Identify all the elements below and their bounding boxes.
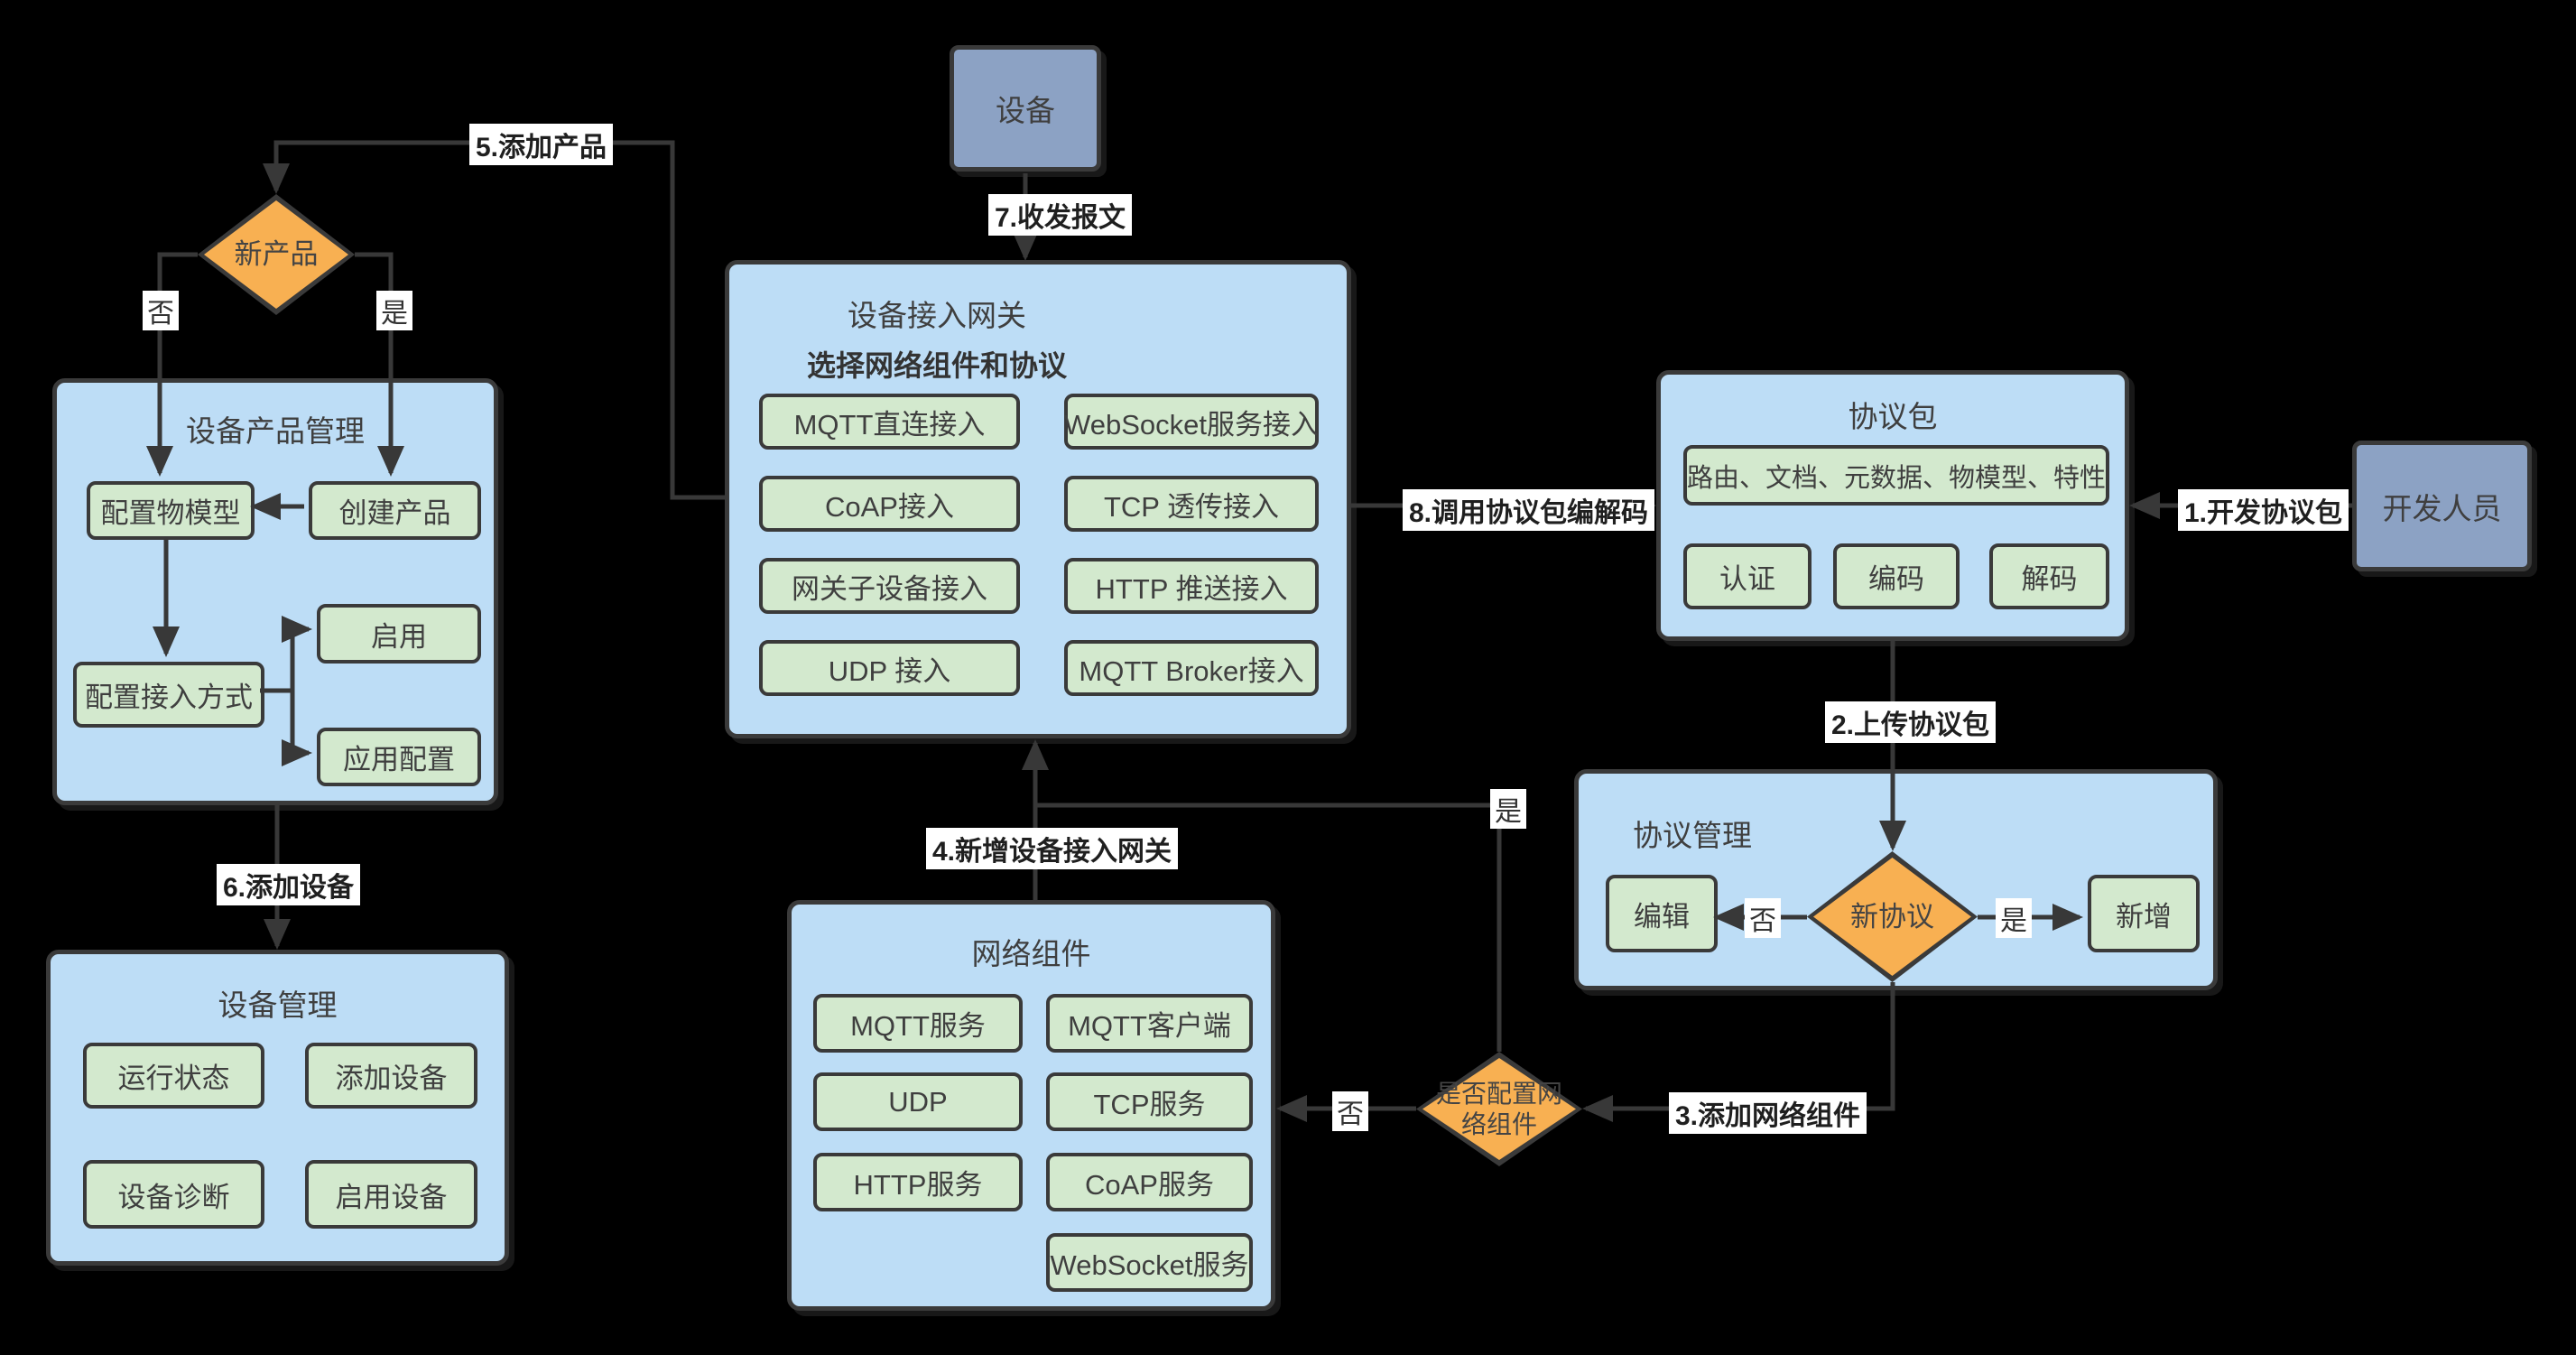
- edge-label-6: 6.添加设备: [217, 864, 361, 905]
- btn-udp[interactable]: UDP: [813, 1072, 1023, 1131]
- node-developer-label: 开发人员: [2382, 491, 2502, 525]
- branch-label-no-configure-network: 否: [1332, 1091, 1368, 1131]
- btn-app-config[interactable]: 应用配置: [317, 728, 481, 786]
- btn-configure-access-method[interactable]: 配置接入方式: [73, 662, 264, 728]
- decision-new-protocol-label: 新协议: [1850, 900, 1934, 933]
- node-device-mgmt[interactable]: 设备管理 运行状态 添加设备 设备诊断 启用设备: [46, 950, 509, 1266]
- edge-label-5: 5.添加产品: [469, 124, 614, 165]
- btn-enable[interactable]: 启用: [317, 604, 481, 664]
- btn-create-product[interactable]: 创建产品: [309, 481, 481, 540]
- edge-label-4: 4.新增设备接入网关: [926, 828, 1179, 869]
- protocol-mgmt-title: 协议管理: [1633, 819, 1752, 852]
- decision-new-protocol[interactable]: 新协议: [1807, 851, 1978, 982]
- network-comp-title: 网络组件: [971, 937, 1091, 970]
- edge-label-2: 2.上传协议包: [1825, 701, 1997, 743]
- decision-configure-network[interactable]: 是否配置网 络组件: [1416, 1052, 1582, 1166]
- btn-websocket-service-access[interactable]: WebSocket服务接入: [1064, 394, 1319, 450]
- btn-mqtt-client[interactable]: MQTT客户端: [1046, 994, 1253, 1053]
- decision-new-product-label: 新产品: [234, 238, 319, 271]
- node-network-comp[interactable]: 网络组件 MQTT服务 MQTT客户端 UDP TCP服务 HTTP服务 CoA…: [787, 900, 1275, 1311]
- protocol-pkg-title: 协议包: [1848, 400, 1938, 433]
- branch-label-yes-configure-network: 是: [1490, 789, 1526, 829]
- btn-add-new[interactable]: 新增: [2088, 875, 2200, 952]
- gateway-subtitle: 选择网络组件和协议: [806, 349, 1067, 382]
- branch-label-no-new-protocol: 否: [1745, 898, 1781, 938]
- btn-coap-service[interactable]: CoAP服务: [1046, 1153, 1253, 1211]
- edge-label-1: 1.开发协议包: [2178, 489, 2349, 531]
- decision-configure-network-label: 是否配置网 络组件: [1435, 1079, 1562, 1138]
- node-gateway[interactable]: 设备接入网关 选择网络组件和协议 MQTT直连接入 WebSocket服务接入 …: [725, 260, 1351, 738]
- node-developer[interactable]: 开发人员: [2352, 441, 2532, 571]
- btn-gateway-subdevice-access[interactable]: 网关子设备接入: [759, 558, 1020, 614]
- btn-edit[interactable]: 编辑: [1606, 875, 1718, 952]
- btn-enable-device[interactable]: 启用设备: [305, 1160, 477, 1229]
- node-device-label: 设备: [996, 94, 1055, 127]
- btn-websocket-service[interactable]: WebSocket服务: [1046, 1233, 1253, 1292]
- btn-decode[interactable]: 解码: [1989, 543, 2109, 609]
- device-mgmt-title: 设备管理: [218, 988, 338, 1022]
- btn-tcp-service[interactable]: TCP服务: [1046, 1072, 1253, 1131]
- node-protocol-pkg[interactable]: 协议包 路由、文档、元数据、物模型、特性 认证 编码 解码: [1656, 370, 2129, 641]
- edge-label-3: 3.添加网络组件: [1669, 1092, 1867, 1134]
- btn-mqtt-direct-access[interactable]: MQTT直连接入: [759, 394, 1020, 450]
- node-device[interactable]: 设备: [950, 45, 1101, 172]
- btn-configure-thing-model[interactable]: 配置物模型: [87, 481, 255, 540]
- btn-http-service[interactable]: HTTP服务: [813, 1153, 1023, 1211]
- btn-mqtt-service[interactable]: MQTT服务: [813, 994, 1023, 1053]
- btn-auth[interactable]: 认证: [1683, 543, 1812, 609]
- product-mgmt-title: 设备产品管理: [186, 414, 365, 448]
- btn-http-push-access[interactable]: HTTP 推送接入: [1064, 558, 1319, 614]
- btn-udp-access[interactable]: UDP 接入: [759, 640, 1020, 696]
- btn-device-diagnosis[interactable]: 设备诊断: [83, 1160, 264, 1229]
- edge-label-7: 7.收发报文: [988, 194, 1133, 236]
- node-product-mgmt[interactable]: 设备产品管理 配置物模型 创建产品 配置接入方式 启用 应用配置: [52, 378, 498, 805]
- connector-new-protocol-to-network-decision: [1582, 982, 1895, 1122]
- btn-encode[interactable]: 编码: [1833, 543, 1960, 609]
- branch-label-yes-new-product: 是: [376, 291, 412, 330]
- btn-running-status[interactable]: 运行状态: [83, 1043, 264, 1109]
- edge-label-8: 8.调用协议包编解码: [1403, 489, 1655, 531]
- btn-add-device[interactable]: 添加设备: [305, 1043, 477, 1109]
- decision-new-product[interactable]: 新产品: [198, 194, 355, 315]
- btn-coap-access[interactable]: CoAP接入: [759, 476, 1020, 532]
- branch-label-yes-new-protocol: 是: [1996, 898, 2032, 938]
- btn-tcp-passthrough-access[interactable]: TCP 透传接入: [1064, 476, 1319, 532]
- btn-route-doc-metadata[interactable]: 路由、文档、元数据、物模型、特性: [1683, 445, 2109, 506]
- gateway-title: 设备接入网关: [848, 299, 1026, 332]
- btn-mqtt-broker-access[interactable]: MQTT Broker接入: [1064, 640, 1319, 696]
- branch-label-no-new-product: 否: [143, 291, 179, 330]
